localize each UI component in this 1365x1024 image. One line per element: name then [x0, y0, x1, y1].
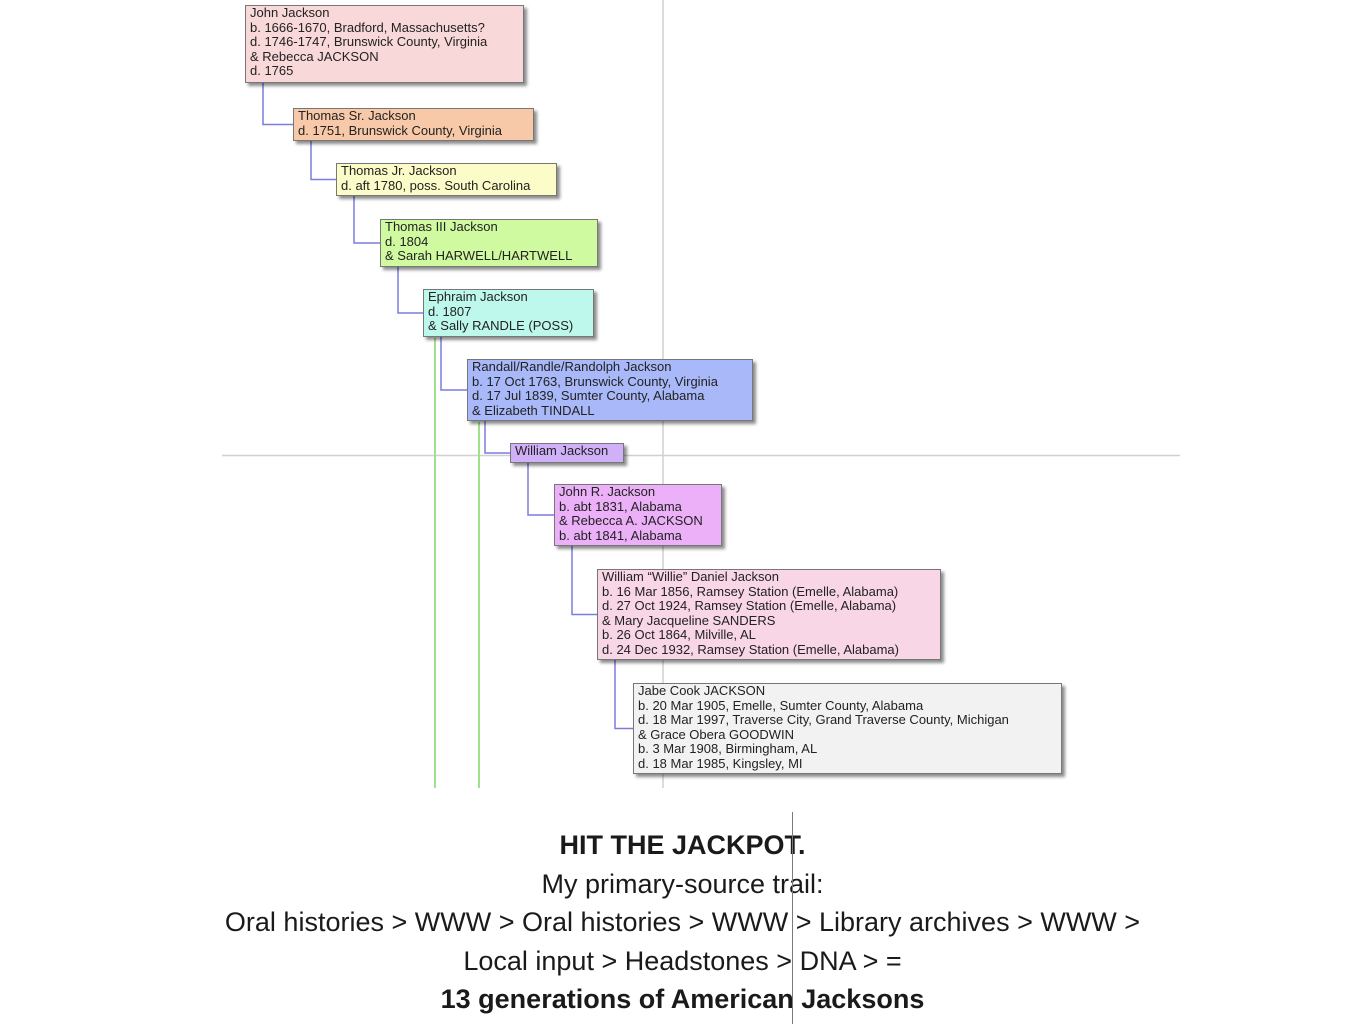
person-name: John R. Jackson: [559, 484, 656, 499]
person-detail: d. 1751, Brunswick County, Virginia: [298, 122, 503, 138]
person-detail: b. 16 Mar 1856, Ramsey Station (Emelle, …: [602, 583, 899, 599]
person-detail: d. 24 Dec 1932, Ramsey Station (Emelle, …: [602, 641, 899, 657]
person-detail: d. 1804: [385, 233, 429, 249]
person-name: Thomas Sr. Jackson: [298, 108, 416, 123]
person-detail: b. 20 Mar 1905, Emelle, Sumter County, A…: [638, 697, 924, 713]
person-name: William “Willie” Daniel Jackson: [602, 569, 779, 584]
connector-william-jackson-to-john-r-jackson: [527, 463, 554, 516]
connector-thomas-jr-jackson-to-thomas-iii-jackson: [353, 196, 380, 244]
person-detail: b. 3 Mar 1908, Birmingham, AL: [638, 741, 818, 757]
caption-conclusion: 13 generations of American Jacksons: [440, 984, 925, 1014]
person-detail: d. 1746-1747, Brunswick County, Virginia: [250, 34, 488, 50]
person-name: John Jackson: [250, 5, 330, 20]
person-detail: d. 18 Mar 1997, Traverse City, Grand Tra…: [638, 712, 1009, 728]
person-detail: & Elizabeth TINDALL: [472, 402, 595, 418]
person-name: Thomas III Jackson: [385, 219, 498, 234]
connector-ephraim-jackson-to-randall-jackson: [440, 337, 467, 391]
person-detail: & Sally RANDLE (POSS): [428, 318, 574, 334]
person-name: Randall/Randle/Randolph Jackson: [472, 359, 672, 374]
connector-thomas-iii-jackson-to-ephraim-jackson: [397, 267, 423, 314]
connector-john-r-jackson-to-william-willie-daniel-jackson: [571, 546, 597, 616]
parent-child-connectors: [262, 83, 633, 730]
person-detail: & Sarah HARWELL/HARTWELL: [385, 248, 573, 264]
caption-trail-intro: My primary-source trail:: [541, 868, 824, 899]
person-name: William Jackson: [515, 443, 609, 458]
caption-trail-line-1: Oral histories > WWW > Oral histories > …: [224, 907, 1141, 937]
person-detail: d. aft 1780, poss. South Carolina: [341, 177, 531, 193]
person-detail: b. abt 1831, Alabama: [559, 498, 682, 514]
person-detail: b. abt 1841, Alabama: [559, 527, 682, 543]
caption-headline: HIT THE JACKPOT.: [559, 830, 806, 860]
person-detail: b. 1666-1670, Bradford, Massachusetts?: [250, 19, 485, 35]
caption-divider-line: [792, 812, 793, 1024]
person-detail: b. 17 Oct 1763, Brunswick County, Virgin…: [472, 373, 718, 389]
person-detail: & Rebecca JACKSON: [250, 48, 379, 64]
person-name: Jabe Cook JACKSON: [638, 683, 766, 698]
person-detail: & Grace Obera GOODWIN: [638, 726, 795, 742]
person-detail: d. 18 Mar 1985, Kingsley, MI: [638, 755, 803, 771]
person-name: Thomas Jr. Jackson: [341, 163, 457, 178]
person-detail: d. 1765: [250, 63, 294, 79]
person-detail: & Mary Jacqueline SANDERS: [602, 612, 776, 628]
person-detail: d. 1807: [428, 303, 472, 319]
caption-block: HIT THE JACKPOT. My primary-source trail…: [0, 826, 1365, 1019]
person-detail: b. 26 Oct 1864, Milville, AL: [602, 627, 756, 643]
connector-william-willie-daniel-jackson-to-jabe-cook-jackson: [614, 660, 633, 730]
connector-john-jackson-to-thomas-sr-jackson: [262, 83, 293, 126]
person-detail: d. 17 Jul 1839, Sumter County, Alabama: [472, 388, 705, 404]
caption-trail-line-2: Local input > Headstones > DNA > =: [463, 945, 902, 976]
person-name: Ephraim Jackson: [428, 289, 528, 304]
person-detail: & Rebecca A. JACKSON: [559, 513, 703, 529]
connector-randall-jackson-to-william-jackson: [484, 421, 510, 454]
connector-thomas-sr-jackson-to-thomas-jr-jackson: [310, 141, 336, 181]
person-box-william-jackson: William Jackson: [510, 443, 624, 463]
person-detail: d. 27 Oct 1924, Ramsey Station (Emelle, …: [602, 598, 897, 614]
